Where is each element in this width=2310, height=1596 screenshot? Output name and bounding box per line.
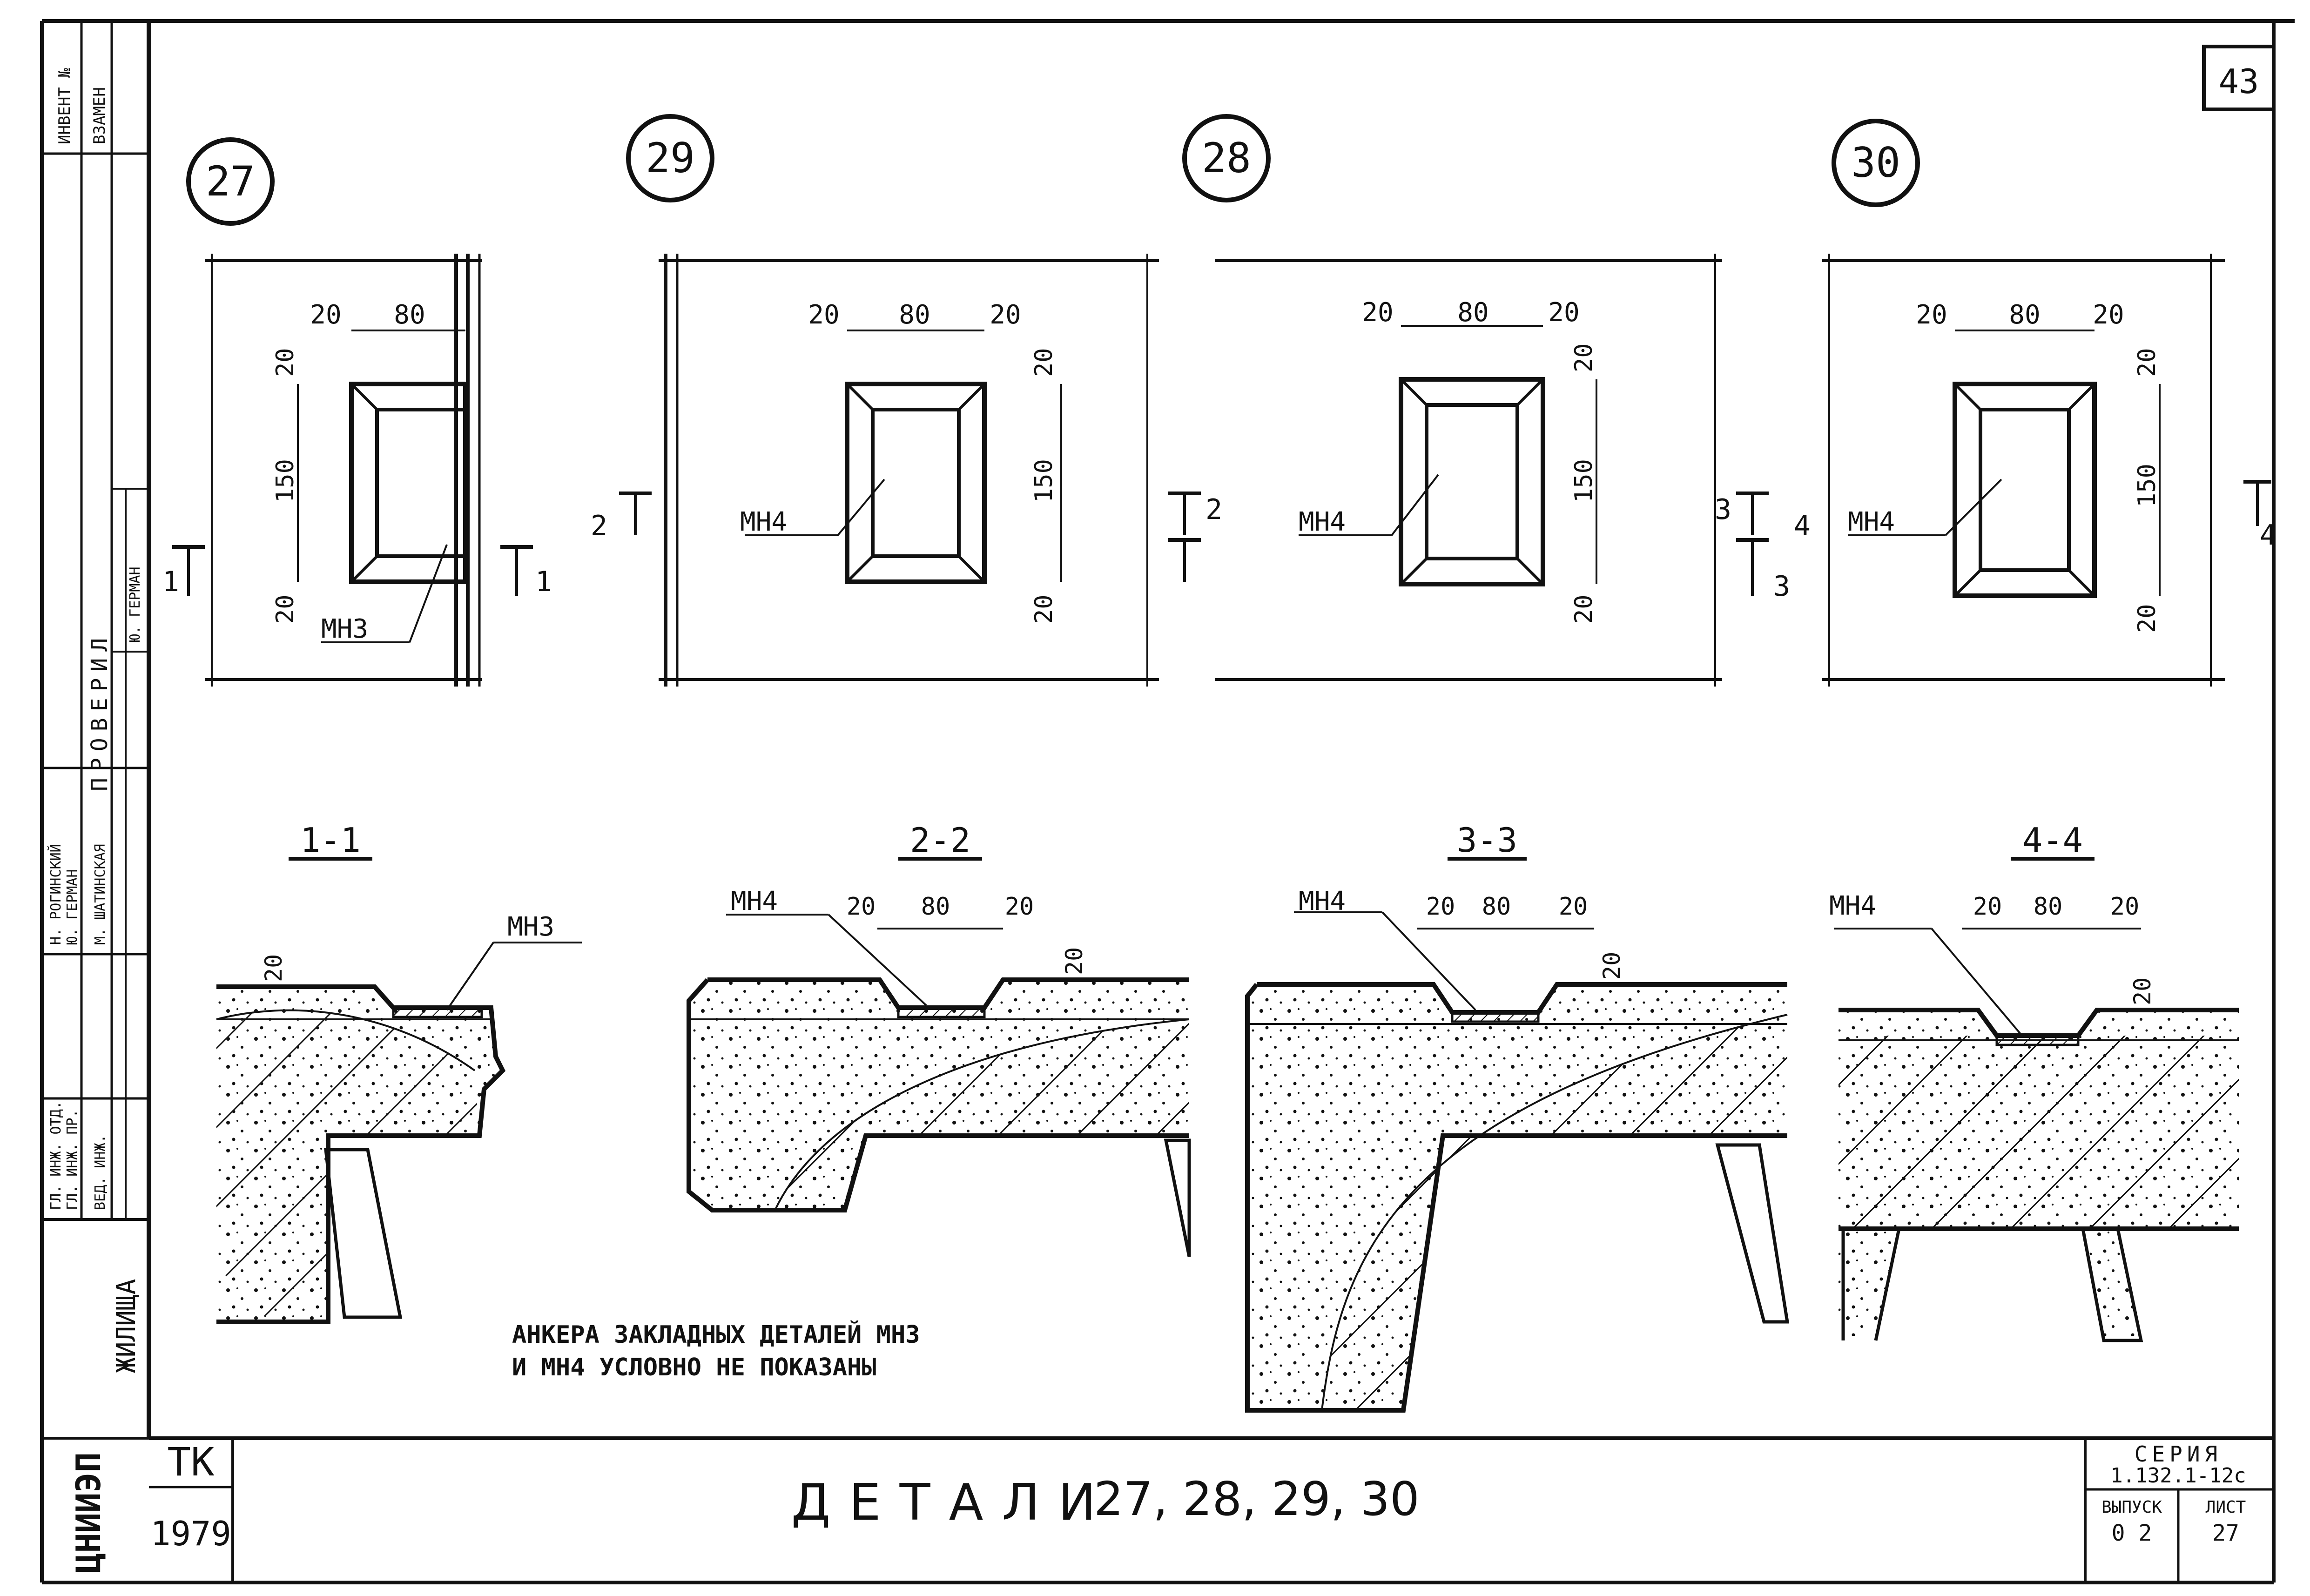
series-value: 1.132.1-12с (2110, 1464, 2246, 1488)
detail-29-dim-1: 20 (808, 300, 839, 330)
detail-29-cut-left: 2 (591, 510, 607, 542)
issue-label: ВЫПУСК (2101, 1498, 2162, 1517)
sheet-frame (42, 19, 2295, 1584)
section-2-2-dim-4: 20 (1061, 947, 1088, 975)
sheet-label: ЛИСТ (2206, 1498, 2246, 1517)
stamp-invent: ИНВЕНТ № (55, 68, 74, 144)
section-1-1-label: 1-1 (300, 821, 361, 860)
detail-27-dim-v1: 20 (271, 348, 299, 377)
detail-28-dim-3: 20 (1548, 297, 1579, 328)
detail-28-id: 28 (1202, 134, 1251, 182)
section-2-2-label: 2-2 (910, 821, 970, 860)
org-tk: ТК (167, 1439, 215, 1485)
detail-30-dim-v2: 150 (2133, 464, 2161, 507)
sheet-value: 27 (2212, 1520, 2239, 1546)
detail-30-dim-2: 80 (2009, 300, 2040, 330)
stamp-role-1: ГЛ. ИНЖ. ОТД. (48, 1101, 64, 1210)
section-4-4-dim-1: 20 (1973, 893, 2002, 921)
left-stamp (40, 21, 149, 1583)
detail-28-dim-v1: 20 (1570, 343, 1598, 372)
stamp-person-1: Н. РОГИНСКИЙ (47, 844, 64, 945)
detail-30-part: МН4 (1848, 507, 1895, 537)
detail-27-dim-v2: 150 (271, 459, 299, 503)
detail-29-dim-v1: 20 (1030, 348, 1058, 377)
section-4-4-label: 4-4 (2022, 821, 2083, 860)
detail-27-dim-2: 80 (394, 300, 425, 330)
series-label: СЕРИЯ (2135, 1441, 2222, 1467)
title-block (149, 1438, 2274, 1583)
page-number-box (2202, 45, 2276, 111)
detail-28-plan (1182, 114, 1769, 687)
year: 1979 (150, 1514, 231, 1553)
section-2-2-dim-3: 20 (1005, 893, 1034, 921)
detail-28-cut-right: 3 (1773, 570, 1790, 603)
detail-29-plan (619, 114, 1201, 687)
note-line-2: И МН4 УСЛОВНО НЕ ПОКАЗАНЫ (512, 1354, 876, 1381)
detail-29-dim-v3: 20 (1030, 594, 1058, 624)
section-1-1 (216, 857, 582, 1324)
section-4-4-dim-2: 80 (2034, 893, 2063, 921)
sheet-title-numbers: 27, 28, 29, 30 (1094, 1472, 1420, 1526)
detail-30-dim-v3: 20 (2133, 604, 2161, 633)
stamp-checked: ПРОВЕРИЛ (87, 632, 113, 791)
stamp-role-3: ВЕД. ИНЖ. (92, 1134, 108, 1210)
section-3-3-dim-1: 20 (1426, 893, 1455, 921)
detail-30-cut-right: 4 (2260, 519, 2276, 552)
detail-29-id: 29 (646, 134, 695, 182)
section-3-3-part: МН4 (1299, 886, 1346, 916)
detail-30-id: 30 (1851, 139, 1900, 187)
stamp-person-2: Ю. ГЕРМАН (64, 869, 81, 945)
detail-30-cut-left: 4 (1794, 510, 1811, 542)
detail-27-cut-right: 1 (535, 566, 552, 598)
detail-28-part: МН4 (1299, 507, 1346, 537)
stamp-role-2: ГЛ. ИНЖ. ПР. (64, 1109, 81, 1210)
detail-29-dim-3: 20 (990, 300, 1021, 330)
detail-28-dim-2: 80 (1457, 297, 1488, 328)
stamp-person-3: М. ШАТИНСКАЯ (92, 844, 108, 945)
note-line-1: АНКЕРА ЗАКЛАДНЫХ ДЕТАЛЕЙ МН3 (512, 1320, 920, 1349)
stamp-logo: ЦНИИЭП (69, 1452, 108, 1573)
stamp-person-4: Ю. ГЕРМАН (127, 566, 143, 642)
stamp-vzamen: ВЗАМЕН (90, 87, 109, 144)
detail-28-cut-left: 3 (1715, 493, 1731, 526)
section-4-4-dim-4: 20 (2129, 977, 2156, 1005)
detail-27-part: МН3 (321, 614, 368, 644)
detail-27-id: 27 (206, 157, 255, 205)
detail-30-plan (1822, 119, 2271, 687)
section-1-1-part: МН3 (507, 912, 554, 942)
detail-29-cut-right: 2 (1206, 493, 1222, 526)
detail-29-part: МН4 (740, 507, 787, 537)
page-number: 43 (2219, 62, 2259, 101)
section-3-3 (1245, 857, 1790, 1413)
stamp-dept: ЖИЛИЩА (111, 1279, 141, 1373)
section-3-3-label: 3-3 (1457, 821, 1517, 860)
detail-28-dim-1: 20 (1362, 297, 1393, 328)
section-2-2 (687, 857, 1191, 1257)
issue-value: 0 2 (2112, 1520, 2152, 1546)
section-2-2-part: МН4 (731, 886, 778, 916)
detail-28-dim-v3: 20 (1570, 594, 1598, 624)
detail-29-dim-v2: 150 (1030, 459, 1058, 503)
section-2-2-dim-1: 20 (847, 893, 876, 921)
detail-30-dim-3: 20 (2093, 300, 2124, 330)
detail-30-dim-v1: 20 (2133, 348, 2161, 377)
section-4-4-dim-3: 20 (2110, 893, 2140, 921)
detail-27-plan (172, 137, 533, 687)
section-2-2-dim-2: 80 (921, 893, 950, 921)
detail-30-dim-1: 20 (1916, 300, 1947, 330)
detail-27-cut-left: 1 (162, 566, 179, 598)
section-4-4 (1834, 857, 2239, 1342)
section-3-3-dim-3: 20 (1559, 893, 1588, 921)
section-4-4-part: МН4 (1829, 891, 1876, 921)
sheet-title: ДЕТАЛИ (791, 1474, 1114, 1532)
detail-27-dim-v3: 20 (271, 594, 299, 624)
section-1-1-dim: 20 (260, 954, 287, 982)
detail-28-dim-v2: 150 (1570, 459, 1598, 503)
detail-27-dim-1: 20 (310, 300, 341, 330)
section-3-3-dim-4: 20 (1598, 952, 1625, 980)
section-3-3-dim-2: 80 (1482, 893, 1511, 921)
detail-29-dim-2: 80 (899, 300, 930, 330)
